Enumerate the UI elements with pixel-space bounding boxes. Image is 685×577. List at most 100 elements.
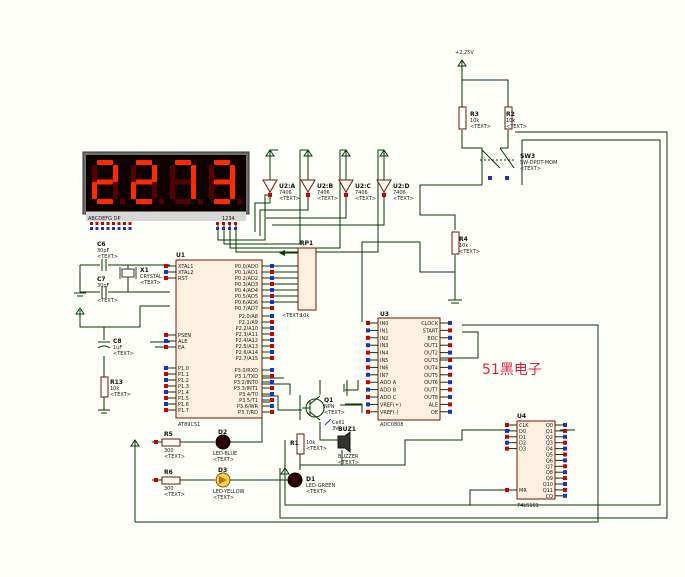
display-pin bbox=[128, 227, 132, 230]
buffer-triangle bbox=[300, 179, 316, 193]
pin-label: P1.3 bbox=[178, 384, 189, 390]
crystal-x1[interactable]: X1 CRYSTAL <TEXT> bbox=[119, 267, 162, 286]
led-d1[interactable]: D1 LED-GREEN <TEXT> bbox=[287, 472, 335, 495]
display-pins bbox=[90, 222, 237, 230]
pin-label: P2.7/A15 bbox=[236, 356, 258, 362]
transistor-q1[interactable]: Q1 NPN <TEXT> bbox=[302, 395, 345, 421]
r13-value: 10k bbox=[110, 386, 119, 392]
r3-ref: R3 bbox=[470, 111, 479, 118]
buffer-triangle bbox=[338, 179, 354, 193]
pin-label: OUT2 bbox=[424, 351, 438, 357]
pin-label: P2.1/A9 bbox=[239, 320, 258, 326]
segment-a bbox=[136, 160, 152, 165]
buzzer-buz1[interactable]: BUZ1 BUZZER <TEXT> bbox=[337, 426, 359, 466]
x1-text: <TEXT> bbox=[140, 280, 161, 286]
display-pin bbox=[117, 222, 121, 225]
display-pin bbox=[106, 227, 110, 230]
resistor-r5[interactable]: R5 300 <TEXT> bbox=[154, 431, 185, 460]
pin-label: PSEN bbox=[178, 333, 191, 339]
pin-label: EOC bbox=[427, 336, 438, 342]
cell-source: Cell1 3V bbox=[324, 418, 345, 432]
pin-label: P1.6 bbox=[178, 402, 189, 408]
resistor-r4[interactable]: R4 10k <TEXT> bbox=[448, 231, 480, 304]
segment-e bbox=[92, 182, 97, 199]
pin-label: P0.5/AD5 bbox=[235, 294, 258, 300]
c8-value: 1uF bbox=[113, 345, 122, 351]
c8-text: <TEXT> bbox=[113, 351, 134, 357]
segment-d bbox=[97, 199, 113, 204]
d3-ref: D3 bbox=[218, 467, 227, 474]
pin-label: D1 bbox=[519, 435, 526, 441]
resistor-r6[interactable]: R6 300 <TEXT> bbox=[154, 469, 185, 498]
cell-value: 3V bbox=[332, 426, 339, 432]
segment-a bbox=[175, 160, 191, 165]
q1-text: <TEXT> bbox=[324, 410, 345, 416]
pin-label: OUT5 bbox=[424, 373, 438, 379]
pin-label: D0 bbox=[519, 429, 526, 435]
rp1-value: 10k bbox=[300, 313, 309, 319]
segment-g bbox=[97, 179, 113, 185]
chip-u4[interactable]: U4 74LS161 CLKD0D1D2D3Q0Q1Q2Q3Q4Q5Q6Q7Q8… bbox=[505, 413, 567, 509]
capacitor-c7[interactable]: C7 30pF <TEXT> bbox=[97, 276, 118, 304]
segment-e bbox=[170, 182, 175, 199]
segment-e bbox=[131, 182, 136, 199]
pin-label: IN3 bbox=[380, 343, 388, 349]
u4-part: 74LS161 bbox=[517, 503, 539, 509]
display-pin bbox=[90, 222, 93, 225]
resistor-r3[interactable]: R3 10k <TEXT> bbox=[458, 106, 491, 130]
q1-ref: Q1 bbox=[324, 397, 333, 404]
pin-label: ADD C bbox=[380, 395, 397, 401]
display-pin bbox=[234, 222, 237, 225]
chip-u1[interactable]: U1 AT89C51 XTAL1XTAL2RSTPSENALEEAP1.0P1.… bbox=[164, 252, 274, 428]
segment-c bbox=[152, 182, 157, 199]
q1-part: NPN bbox=[324, 404, 335, 410]
resistor-r2[interactable]: R2 10k <TEXT> bbox=[462, 79, 527, 130]
segment-f bbox=[131, 165, 136, 182]
pin-label: Q2 bbox=[546, 435, 553, 441]
pin-label: P3.6/WR bbox=[237, 404, 259, 410]
r13-text: <TEXT> bbox=[110, 392, 131, 398]
pin-label: P2.2/A10 bbox=[236, 326, 258, 332]
u1-pins: XTAL1XTAL2RSTPSENALEEAP1.0P1.1P1.2P1.3P1… bbox=[164, 264, 274, 416]
pin-label: OUT6 bbox=[424, 380, 438, 386]
buffer-ref: U2:A bbox=[279, 183, 295, 190]
pin-label: Q7 bbox=[546, 464, 553, 470]
segment-d bbox=[136, 199, 152, 204]
resistor-r1[interactable]: R1 10k <TEXT> bbox=[290, 433, 327, 455]
segment-c bbox=[191, 182, 196, 199]
resistor-pack-rp1[interactable]: RP1 <TEXT> 10k bbox=[279, 240, 317, 319]
display-pin bbox=[216, 227, 219, 230]
pin-label: P0.1/AD1 bbox=[235, 270, 258, 276]
u2-buffers: U2:A7406<TEXT>U2:B7406<TEXT>U2:C7406<TEX… bbox=[262, 149, 414, 202]
display-pin bbox=[112, 227, 115, 230]
d1-part: LED-GREEN bbox=[306, 483, 335, 489]
display-pin bbox=[95, 227, 99, 230]
display-pin bbox=[90, 227, 93, 230]
u4-pins: CLKD0D1D2D3Q0Q1Q2Q3Q4Q5Q6Q7Q8Q9Q10Q11COM… bbox=[505, 423, 567, 500]
switch-sw3[interactable]: SW3 SW-DPDT-MOM <TEXT> bbox=[480, 147, 557, 180]
segment-a bbox=[214, 160, 230, 165]
display-pin bbox=[101, 222, 104, 225]
pin-label: IN1 bbox=[380, 328, 388, 334]
seven-segment-display[interactable]: ABCDEFG DP 1234 bbox=[82, 151, 250, 222]
display-pin bbox=[128, 222, 132, 225]
segment-dp bbox=[237, 199, 242, 204]
r5-ref: R5 bbox=[164, 431, 173, 438]
c6-value: 30pF bbox=[97, 248, 110, 254]
capacitor-c8[interactable]: C8 1uF <TEXT> bbox=[97, 338, 134, 357]
pin-label: P2.5/A13 bbox=[236, 344, 258, 350]
buz1-ref: BUZ1 bbox=[338, 426, 356, 433]
capacitor-c6[interactable]: C6 30pF <TEXT> bbox=[97, 241, 118, 271]
pin-label: MR bbox=[519, 488, 527, 494]
led-d3[interactable]: D3 LED-YELLOW <TEXT> bbox=[213, 467, 245, 501]
u3-part: ADC0808 bbox=[380, 422, 404, 428]
led-d2[interactable]: D2 LED-BLUE <TEXT> bbox=[213, 429, 237, 463]
r5-text: <TEXT> bbox=[164, 454, 185, 460]
rp1-text: <TEXT> bbox=[282, 313, 303, 319]
pin-label: P3.5/T1 bbox=[239, 398, 258, 404]
resistor-r13[interactable]: R13 10k <TEXT> bbox=[98, 376, 131, 414]
pin-label: Q1 bbox=[546, 429, 553, 435]
power-label: +2.25V bbox=[455, 50, 474, 56]
